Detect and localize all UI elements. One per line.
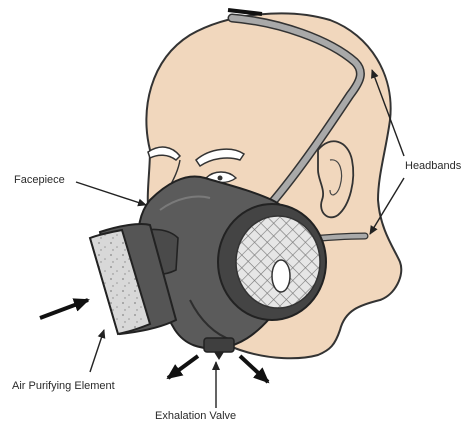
label-exhalation-valve: Exhalation Valve [155, 410, 236, 422]
eye-pupil [218, 176, 223, 181]
front-cartridge [218, 204, 326, 320]
label-headbands: Headbands [405, 160, 461, 172]
label-air-purifying-element: Air Purifying Element [12, 380, 115, 392]
airflow-out-right-arrow [240, 356, 268, 382]
arrow-facepiece [76, 182, 146, 205]
arrow-air-purifying-element [90, 330, 104, 372]
top-strap-end [228, 10, 262, 14]
exhalation-valve [204, 338, 234, 352]
cartridge-center [272, 260, 290, 292]
airflow-out-left-arrow [168, 356, 198, 378]
label-facepiece: Facepiece [14, 174, 65, 186]
valve-tip [214, 352, 224, 360]
airflow-in-arrow [40, 300, 88, 318]
